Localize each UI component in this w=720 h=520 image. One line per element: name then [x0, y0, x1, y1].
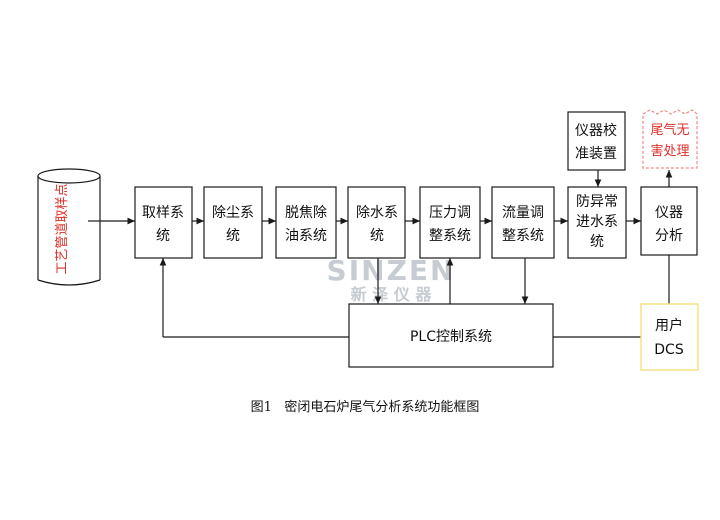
node-pressure: 压力调 整系统	[419, 186, 481, 259]
node-analyzer-line-2: 分析	[655, 228, 683, 244]
node-backflow-line-3: 统	[590, 234, 604, 250]
node-calibration-line-2: 准装置	[575, 146, 617, 162]
node-backflow-line-2: 进水系	[576, 214, 618, 230]
node-backflow-prevention: 防异常 进水系 统	[567, 186, 627, 259]
node-plc-control: PLC控制系统	[348, 303, 554, 368]
watermark: SINZEN 新 泽 仪 器	[327, 254, 456, 304]
node-analyzer-line-1: 仪器	[655, 205, 683, 221]
node-dcs-line-2: DCS	[654, 342, 684, 358]
node-pressure-line-2: 整系统	[429, 228, 471, 244]
node-flow: 流量调 整系统	[491, 186, 555, 259]
watermark-cn: 新 泽 仪 器	[351, 285, 433, 304]
node-sampling: 取样系 统	[134, 186, 193, 259]
node-sampling-line-1: 取样系	[142, 205, 184, 221]
watermark-brand: SINZEN	[327, 254, 456, 287]
process-pipe: 工艺管道取样点	[37, 168, 102, 286]
pipe-label: 工艺管道取样点	[55, 183, 70, 274]
node-backflow-line-1: 防异常	[576, 194, 618, 210]
node-detar: 脱焦除 油系统	[275, 186, 337, 259]
node-dust-line-1: 除尘系	[212, 205, 254, 221]
node-calibration: 仪器校 准装置	[567, 111, 626, 171]
node-dewater-line-1: 除水系	[356, 205, 398, 221]
node-dcs-line-1: 用户	[655, 317, 683, 334]
node-dewater: 除水系 统	[347, 186, 406, 259]
node-flow-line-1: 流量调	[502, 205, 544, 221]
node-detar-line-1: 脱焦除	[285, 205, 327, 221]
connectors	[102, 170, 673, 338]
node-dust-line-2: 统	[226, 228, 240, 244]
figure-caption: 图1 密闭电石炉尾气分析系统功能框图	[251, 399, 480, 415]
node-flow-line-2: 整系统	[502, 228, 544, 244]
node-calibration-line-1: 仪器校	[575, 122, 617, 139]
node-exhaust-treatment: 尾气无 害处理	[642, 109, 698, 169]
node-pressure-line-1: 压力调	[429, 205, 471, 221]
node-dewater-line-2: 统	[370, 228, 384, 244]
node-plc-label: PLC控制系统	[410, 329, 492, 345]
node-detar-line-2: 油系统	[285, 228, 327, 244]
node-sampling-line-2: 统	[156, 228, 170, 244]
node-analyzer: 仪器 分析	[640, 186, 698, 256]
node-exhaust-line-2: 害处理	[650, 143, 689, 159]
node-exhaust-line-1: 尾气无	[650, 122, 689, 138]
node-dust-removal: 除尘系 统	[203, 186, 263, 259]
node-user-dcs: 用户 DCS	[640, 303, 699, 371]
